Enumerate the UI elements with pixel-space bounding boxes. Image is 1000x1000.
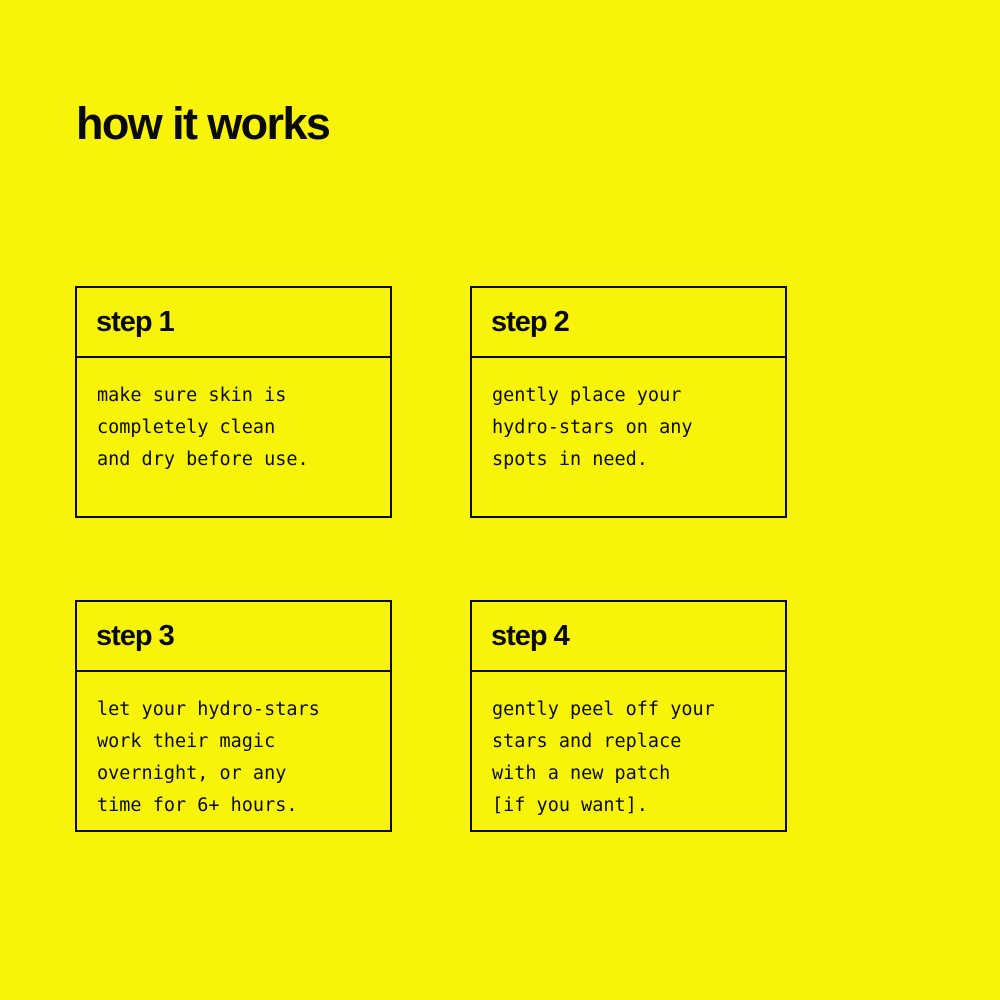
step-card-1-text: make sure skin is completely clean and d…: [97, 385, 309, 470]
step-card-2-title: step 2: [491, 305, 570, 338]
step-card-3-text: let your hydro-stars work their magic ov…: [97, 699, 320, 816]
step-card-1: step 1 make sure skin is completely clea…: [75, 286, 392, 518]
step-card-1-title: step 1: [96, 305, 175, 338]
step-card-4-text: gently peel off your stars and replace w…: [492, 699, 715, 816]
step-card-4-body: gently peel off your stars and replace w…: [472, 672, 785, 830]
step-card-2-body: gently place your hydro-stars on any spo…: [472, 358, 785, 516]
step-card-2-text: gently place your hydro-stars on any spo…: [492, 385, 693, 470]
step-card-3-title: step 3: [96, 619, 175, 652]
step-card-2-header: step 2: [472, 288, 785, 358]
step-card-1-header: step 1: [77, 288, 390, 358]
step-card-2: step 2 gently place your hydro-stars on …: [470, 286, 787, 518]
step-card-3-header: step 3: [77, 602, 390, 672]
step-card-3: step 3 let your hydro-stars work their m…: [75, 600, 392, 832]
page-title: how it works: [76, 98, 331, 149]
steps-grid: step 1 make sure skin is completely clea…: [75, 286, 787, 832]
step-card-1-body: make sure skin is completely clean and d…: [77, 358, 390, 516]
step-card-4: step 4 gently peel off your stars and re…: [470, 600, 787, 832]
step-card-4-title: step 4: [491, 619, 570, 652]
step-card-3-body: let your hydro-stars work their magic ov…: [77, 672, 390, 830]
step-card-4-header: step 4: [472, 602, 785, 672]
